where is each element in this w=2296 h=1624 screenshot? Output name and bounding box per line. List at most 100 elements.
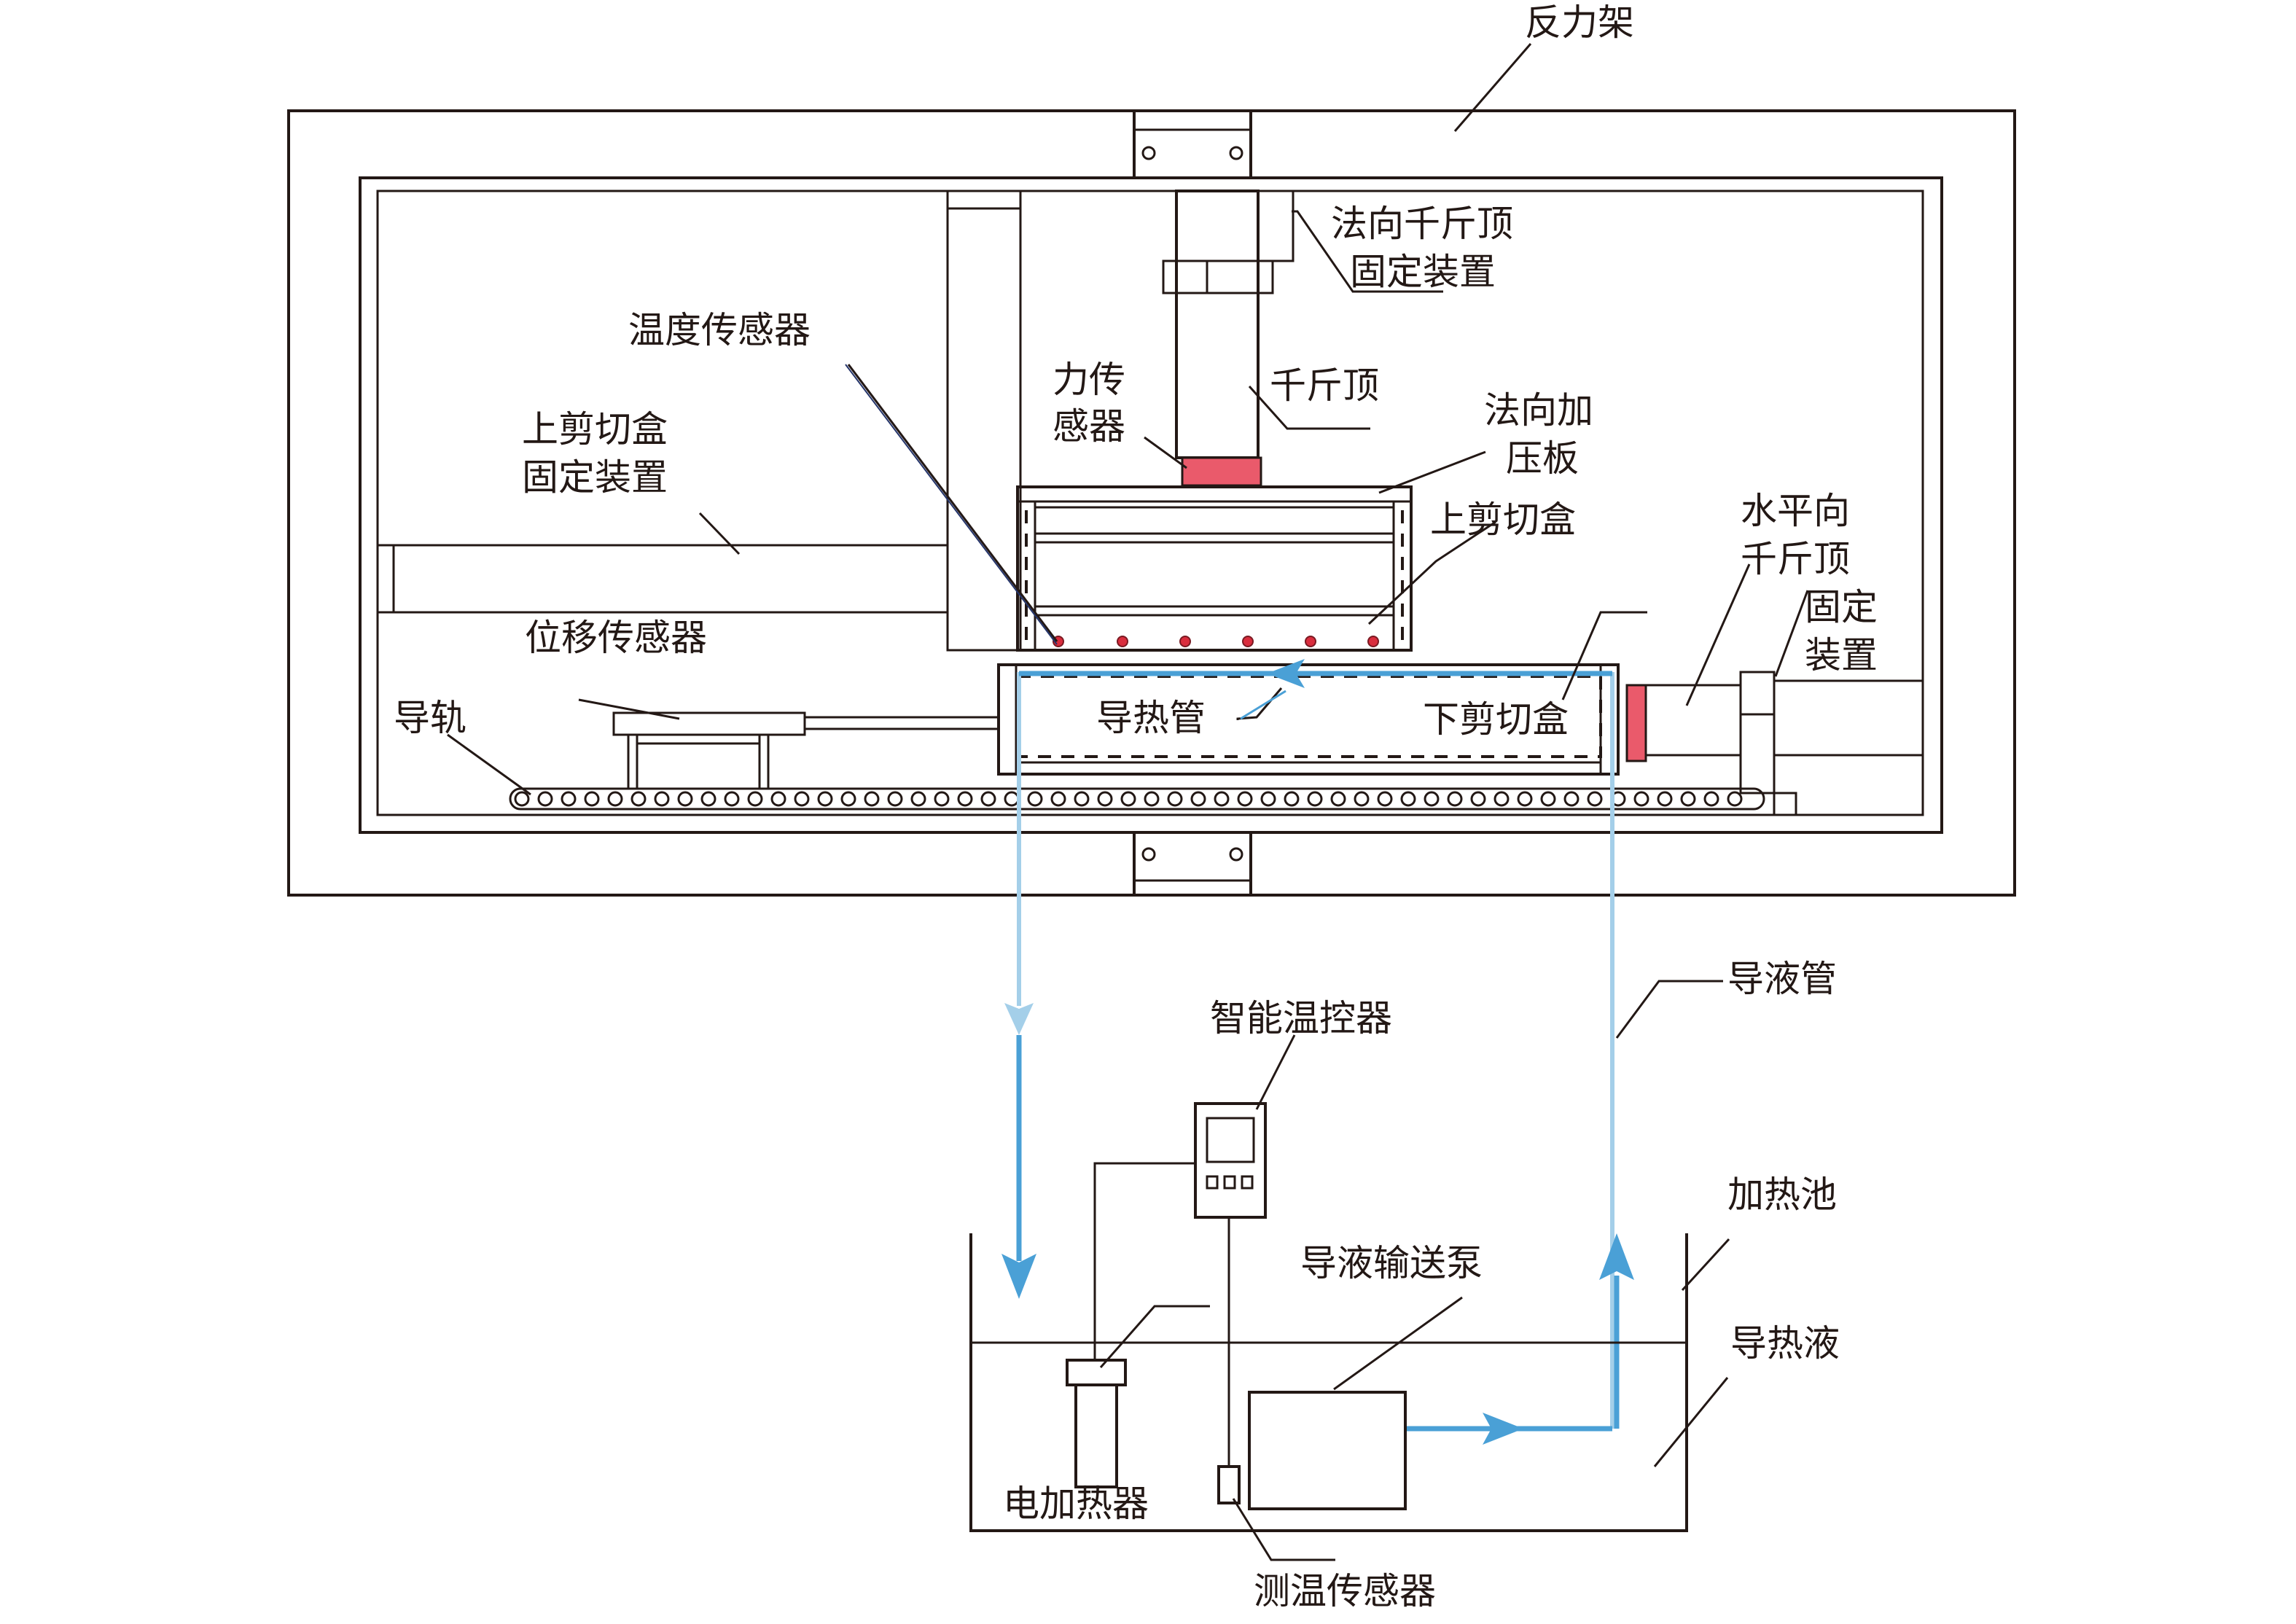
rail-link <box>537 791 553 807</box>
rail-link <box>747 791 763 807</box>
horizontal-force-sensor <box>1625 684 1647 762</box>
rail-link <box>1517 791 1533 807</box>
flow-arrow-left <box>1267 659 1305 688</box>
label-lower-shear-box: 下剪切盒 <box>1423 698 1569 741</box>
rail-link <box>607 791 623 807</box>
label-heat-liquid: 导热液 <box>1730 1322 1840 1365</box>
rail-link <box>1400 791 1416 807</box>
label-upper-box-fix-line1: 上剪切盒 <box>522 408 668 450</box>
label-displacement-sensor: 位移传感器 <box>525 617 707 659</box>
temperature-sensor-array <box>1053 636 1379 647</box>
label-horizontal-jack-line1: 水平向 <box>1741 490 1850 532</box>
label-smart-controller: 智能温控器 <box>1210 997 1392 1039</box>
rail-link <box>1097 791 1113 807</box>
liquid-pump <box>1248 1391 1407 1510</box>
rail-link <box>724 791 740 807</box>
leader-lines <box>447 43 1809 1561</box>
label-horizontal-jack-line2: 千斤顶 <box>1741 538 1850 580</box>
rail-link <box>1144 791 1160 807</box>
temperature-sensor-point <box>1242 636 1254 647</box>
force-sensor <box>1181 456 1262 487</box>
rail-link <box>514 791 530 807</box>
label-temperature-measuring-sensor: 测温传感器 <box>1254 1570 1436 1612</box>
rail-link <box>654 791 670 807</box>
rail-link <box>1470 791 1486 807</box>
rail-link <box>864 791 880 807</box>
rail-link <box>1190 791 1206 807</box>
smart-temperature-controller <box>1093 1102 1267 1467</box>
label-normal-jack-fix-line2: 固定装置 <box>1350 251 1496 293</box>
rail-link <box>1727 791 1743 807</box>
rail-link <box>1050 791 1066 807</box>
labels: 反力架 法向千斤顶 固定装置 温度传感器 力传 感器 千斤顶 法向加 压板 上剪… <box>394 1 1878 1612</box>
temperature-sensor-point <box>1305 636 1316 647</box>
temperature-sensor-point <box>1367 636 1379 647</box>
rail-link <box>817 791 833 807</box>
rail-link <box>957 791 973 807</box>
rail-link <box>1377 791 1393 807</box>
label-normal-jack-fix-line1: 法向千斤顶 <box>1331 203 1513 245</box>
rail-link <box>1540 791 1556 807</box>
rail-link <box>910 791 926 807</box>
upper-shear-box <box>1016 485 1413 652</box>
label-guide-rail: 导轨 <box>394 697 466 739</box>
rail-link <box>1260 791 1276 807</box>
temperature-sensor-point <box>1117 636 1128 647</box>
label-jack: 千斤顶 <box>1270 364 1379 407</box>
label-temperature-sensor: 温度传感器 <box>628 309 811 351</box>
top-hinge <box>1133 109 1252 179</box>
rail-link <box>1563 791 1580 807</box>
horizontal-jack <box>1646 671 1923 816</box>
rail-link <box>794 791 810 807</box>
rail-link <box>1307 791 1323 807</box>
rail-link <box>677 791 693 807</box>
rail-link <box>840 791 856 807</box>
label-fix-device-line2: 装置 <box>1805 634 1878 676</box>
rail-link <box>1680 791 1696 807</box>
label-liquid-pipe: 导液管 <box>1727 958 1837 1000</box>
flow-arrow-up <box>1599 1233 1634 1280</box>
rail-link <box>1657 791 1673 807</box>
label-upper-box-fix-line2: 固定装置 <box>522 456 668 499</box>
label-upper-shear-box: 上剪切盒 <box>1430 499 1576 541</box>
rail-link <box>934 791 950 807</box>
normal-jack <box>1162 190 1295 459</box>
rail-link <box>1027 791 1043 807</box>
label-pump: 导液输送泵 <box>1300 1242 1483 1284</box>
rail-link <box>980 791 996 807</box>
temperature-sensor-point <box>1179 636 1191 647</box>
rail-link <box>1120 791 1136 807</box>
rail-link <box>1284 791 1300 807</box>
rail-link <box>1214 791 1230 807</box>
guide-rail <box>509 787 1765 811</box>
displacement-sensor <box>612 711 999 789</box>
label-force-sensor-line1: 力传 <box>1053 359 1125 401</box>
label-normal-plate-line2: 压板 <box>1506 437 1579 480</box>
label-normal-plate-line1: 法向加 <box>1484 389 1593 432</box>
rail-link <box>1354 791 1370 807</box>
label-force-sensor-line2: 感器 <box>1053 405 1125 448</box>
rail-link <box>770 791 786 807</box>
rail-link <box>887 791 903 807</box>
rail-link <box>1703 791 1719 807</box>
rail-link <box>1493 791 1510 807</box>
rail-link <box>1237 791 1253 807</box>
flow-arrow-down <box>1001 1254 1036 1299</box>
rail-link <box>561 791 577 807</box>
label-fix-device-line1: 固定 <box>1805 586 1878 628</box>
rail-link <box>1167 791 1183 807</box>
reaction-frame <box>287 109 2016 897</box>
rail-link <box>1447 791 1463 807</box>
rail-link <box>1330 791 1346 807</box>
flow-arrow-down-light <box>1004 1003 1034 1035</box>
rail-link <box>1004 791 1020 807</box>
flow-arrow-right <box>1483 1413 1523 1445</box>
temperature-measuring-probe <box>1217 1465 1241 1504</box>
rail-link <box>1633 791 1649 807</box>
heating-pool <box>969 1233 1688 1532</box>
electric-heater <box>1066 1359 1127 1488</box>
rail-link <box>700 791 716 807</box>
bottom-hinge <box>1133 831 1252 897</box>
rail-link <box>1587 791 1603 807</box>
